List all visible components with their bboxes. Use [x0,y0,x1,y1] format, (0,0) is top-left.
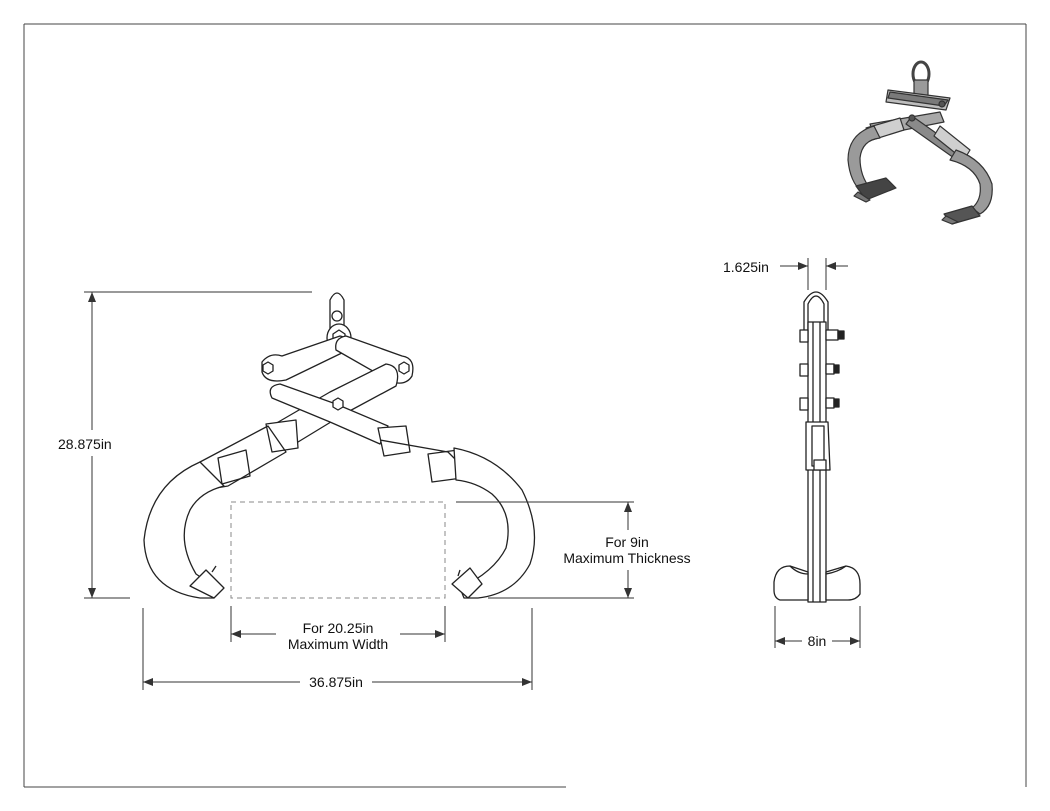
side-dimension-arrows [775,262,860,645]
max-width-line1: For 20.25in [302,620,374,636]
drawing-frame [23,23,1027,788]
max-width-line2: Maximum Width [287,636,389,652]
upper-link-left [261,335,349,382]
height-dimension-label: 28.875in [58,436,112,452]
right-arm-upper-block [377,425,411,457]
plate-thickness-label: 1.625in [723,259,769,275]
side-base-pad [773,565,809,601]
left-arm-upper-block [265,419,299,453]
left-arm-lower-block [217,449,251,485]
isometric-view [847,60,993,225]
front-view-tongs [143,292,536,599]
max-thickness-label: For 9in Maximum Thickness [554,534,700,566]
right-hook [453,447,536,599]
front-dimension-lines [84,291,634,690]
right-tooth [451,567,483,599]
max-thickness-line1: For 9in [605,534,649,550]
base-width-label: 8in [802,633,832,649]
overall-width-label: 36.875in [300,674,372,690]
left-tooth [189,569,225,599]
max-thickness-line2: Maximum Thickness [563,550,691,566]
max-load-box [230,501,446,599]
front-dimension-arrows [88,292,632,686]
max-width-label: For 20.25in Maximum Width [276,620,400,652]
side-shackle [807,295,825,330]
side-view [773,291,861,603]
